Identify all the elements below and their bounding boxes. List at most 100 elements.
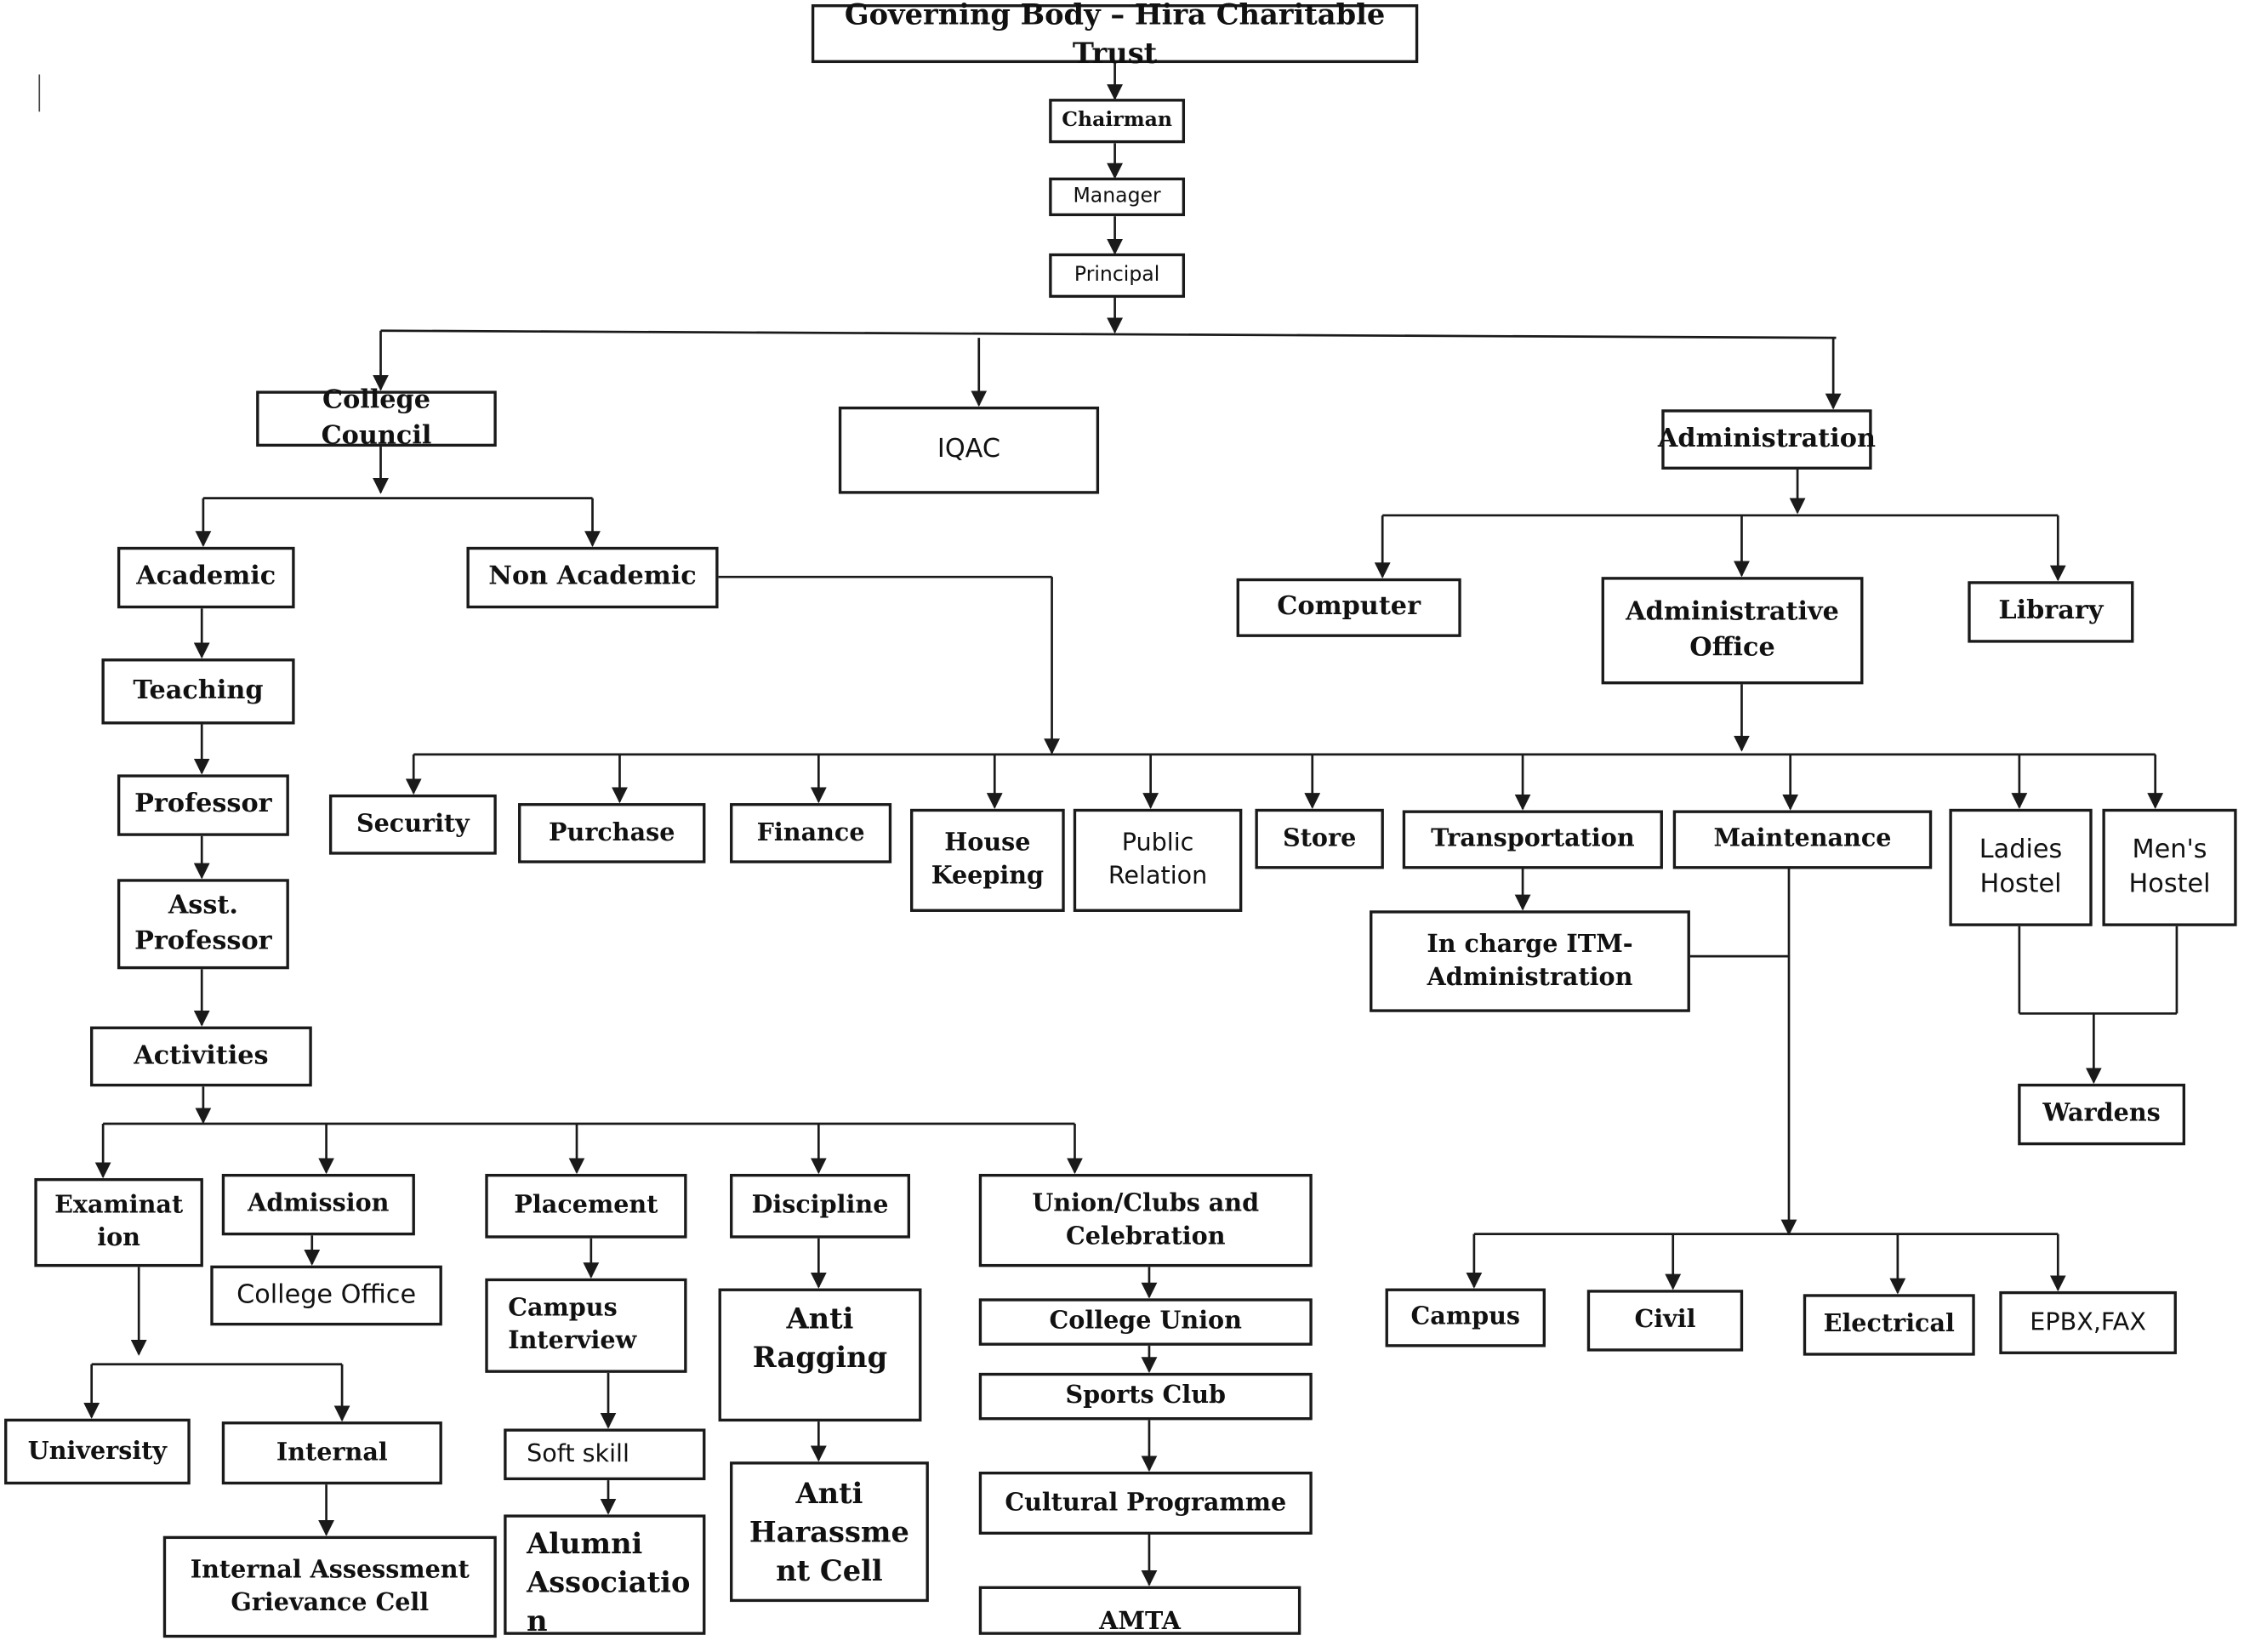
governing-body-label: Governing Body – Hira Charitable Trust: [844, 0, 1386, 70]
maintenance-box: Maintenance: [1672, 810, 1933, 869]
chairman-label: Chairman: [1062, 108, 1173, 132]
finance-box: Finance: [730, 803, 892, 863]
library-box: Library: [1968, 581, 2134, 643]
amta-label: AMTA: [1099, 1607, 1181, 1635]
anti-ragging-box: Anti Ragging: [718, 1288, 922, 1422]
store-box: Store: [1255, 808, 1384, 869]
admission-label: Admission: [248, 1189, 390, 1219]
library-label: Library: [1998, 595, 2104, 626]
security-box: Security: [328, 794, 497, 855]
governing-body-box: Governing Body – Hira Charitable Trust: [811, 0, 1419, 70]
cultural-label: Cultural Programme: [1005, 1488, 1287, 1518]
iqac-box: IQAC: [838, 406, 1100, 494]
house-keeping-label: House Keeping: [931, 829, 1044, 891]
asst-professor-box: Asst. Professor: [117, 879, 289, 970]
activities-box: Activities: [89, 1026, 312, 1087]
union-clubs-label: Union/Clubs and Celebration: [1032, 1188, 1260, 1250]
non-academic-box: Non Academic: [466, 546, 719, 609]
electrical-label: Electrical: [1823, 1309, 1955, 1339]
iqac-label: IQAC: [937, 434, 1001, 464]
college-office-label: College Office: [236, 1279, 417, 1310]
transportation-label: Transportation: [1431, 824, 1635, 854]
professor-label: Professor: [134, 789, 272, 820]
electrical-box: Electrical: [1803, 1294, 1975, 1356]
placement-box: Placement: [485, 1173, 687, 1239]
in-charge-box: In charge ITM-Administration: [1370, 910, 1690, 1012]
alumni-box: Alumni Associatio n: [504, 1514, 706, 1635]
public-relation-box: Public Relation: [1073, 808, 1243, 912]
university-box: University: [4, 1418, 191, 1485]
college-union-box: College Union: [978, 1298, 1313, 1346]
cultural-box: Cultural Programme: [978, 1471, 1313, 1535]
civil-box: Civil: [1586, 1290, 1744, 1352]
discipline-box: Discipline: [730, 1173, 911, 1239]
non-academic-label: Non Academic: [488, 561, 697, 592]
internal-assessment-box: Internal Assessment Grievance Cell: [162, 1535, 497, 1638]
administration-label: Administration: [1657, 423, 1876, 454]
purchase-label: Purchase: [549, 817, 675, 847]
mens-hostel-label: Men's Hostel: [2128, 834, 2211, 899]
principal-box: Principal: [1049, 253, 1186, 299]
professor-box: Professor: [117, 774, 289, 836]
college-union-label: College Union: [1049, 1307, 1242, 1336]
placement-label: Placement: [514, 1191, 658, 1220]
text-cursor: [38, 74, 41, 112]
college-office-box: College Office: [210, 1265, 442, 1326]
college-council-box: College Council: [256, 385, 497, 450]
ladies-hostel-box: Ladies Hostel: [1949, 808, 2093, 926]
computer-label: Computer: [1277, 591, 1421, 622]
sports-club-box: Sports Club: [978, 1372, 1313, 1421]
asst-professor-label: Asst. Professor: [134, 891, 272, 956]
mens-hostel-box: Men's Hostel: [2102, 808, 2237, 926]
principal-label: Principal: [1074, 263, 1160, 287]
admission-box: Admission: [221, 1173, 415, 1236]
manager-box: Manager: [1049, 177, 1186, 217]
internal-label: Internal: [276, 1438, 388, 1467]
academic-label: Academic: [136, 561, 276, 592]
administrative-office-label: Administrative Office: [1626, 597, 1839, 663]
connector-4: [380, 329, 1837, 339]
alumni-label: Alumni Associatio n: [527, 1525, 691, 1635]
anti-ragging-label: Anti Ragging: [752, 1301, 888, 1375]
internal-assessment-label: Internal Assessment Grievance Cell: [190, 1555, 470, 1617]
public-relation-label: Public Relation: [1108, 829, 1208, 891]
union-clubs-box: Union/Clubs and Celebration: [978, 1173, 1313, 1267]
campus-interview-label: Campus Interview: [508, 1294, 637, 1356]
examination-box: Examinat ion: [34, 1177, 203, 1267]
examination-label: Examinat ion: [54, 1191, 184, 1253]
in-charge-label: In charge ITM-Administration: [1427, 930, 1633, 992]
soft-skill-label: Soft skill: [527, 1439, 629, 1468]
manager-label: Manager: [1073, 185, 1161, 208]
wardens-box: Wardens: [2018, 1083, 2186, 1146]
transportation-box: Transportation: [1402, 810, 1663, 869]
administrative-office-box: Administrative Office: [1601, 577, 1864, 685]
campus-interview-box: Campus Interview: [485, 1278, 687, 1373]
college-council-label: College Council: [321, 385, 432, 451]
purchase-box: Purchase: [518, 803, 706, 863]
amta-box: AMTA: [978, 1586, 1301, 1635]
computer-box: Computer: [1236, 578, 1461, 637]
internal-box: Internal: [221, 1421, 442, 1485]
epbx-fax-box: EPBX,FAX: [1999, 1290, 2177, 1354]
finance-label: Finance: [756, 817, 865, 847]
store-label: Store: [1283, 823, 1357, 853]
anti-harassment-box: Anti Harassme nt Cell: [730, 1461, 929, 1603]
ladies-hostel-label: Ladies Hostel: [1979, 834, 2063, 899]
sports-club-label: Sports Club: [1065, 1381, 1227, 1410]
wardens-label: Wardens: [2042, 1099, 2161, 1129]
security-label: Security: [356, 809, 470, 839]
epbx-fax-label: EPBX,FAX: [2030, 1307, 2146, 1336]
campus-box: Campus: [1385, 1288, 1546, 1347]
administration-box: Administration: [1658, 409, 1876, 470]
campus-label: Campus: [1410, 1302, 1520, 1332]
academic-box: Academic: [117, 546, 295, 609]
maintenance-label: Maintenance: [1713, 824, 1892, 854]
teaching-label: Teaching: [133, 675, 264, 706]
discipline-label: Discipline: [751, 1191, 889, 1220]
teaching-box: Teaching: [101, 658, 295, 725]
civil-label: Civil: [1634, 1305, 1696, 1335]
university-label: University: [27, 1436, 168, 1466]
activities-label: Activities: [134, 1040, 269, 1071]
